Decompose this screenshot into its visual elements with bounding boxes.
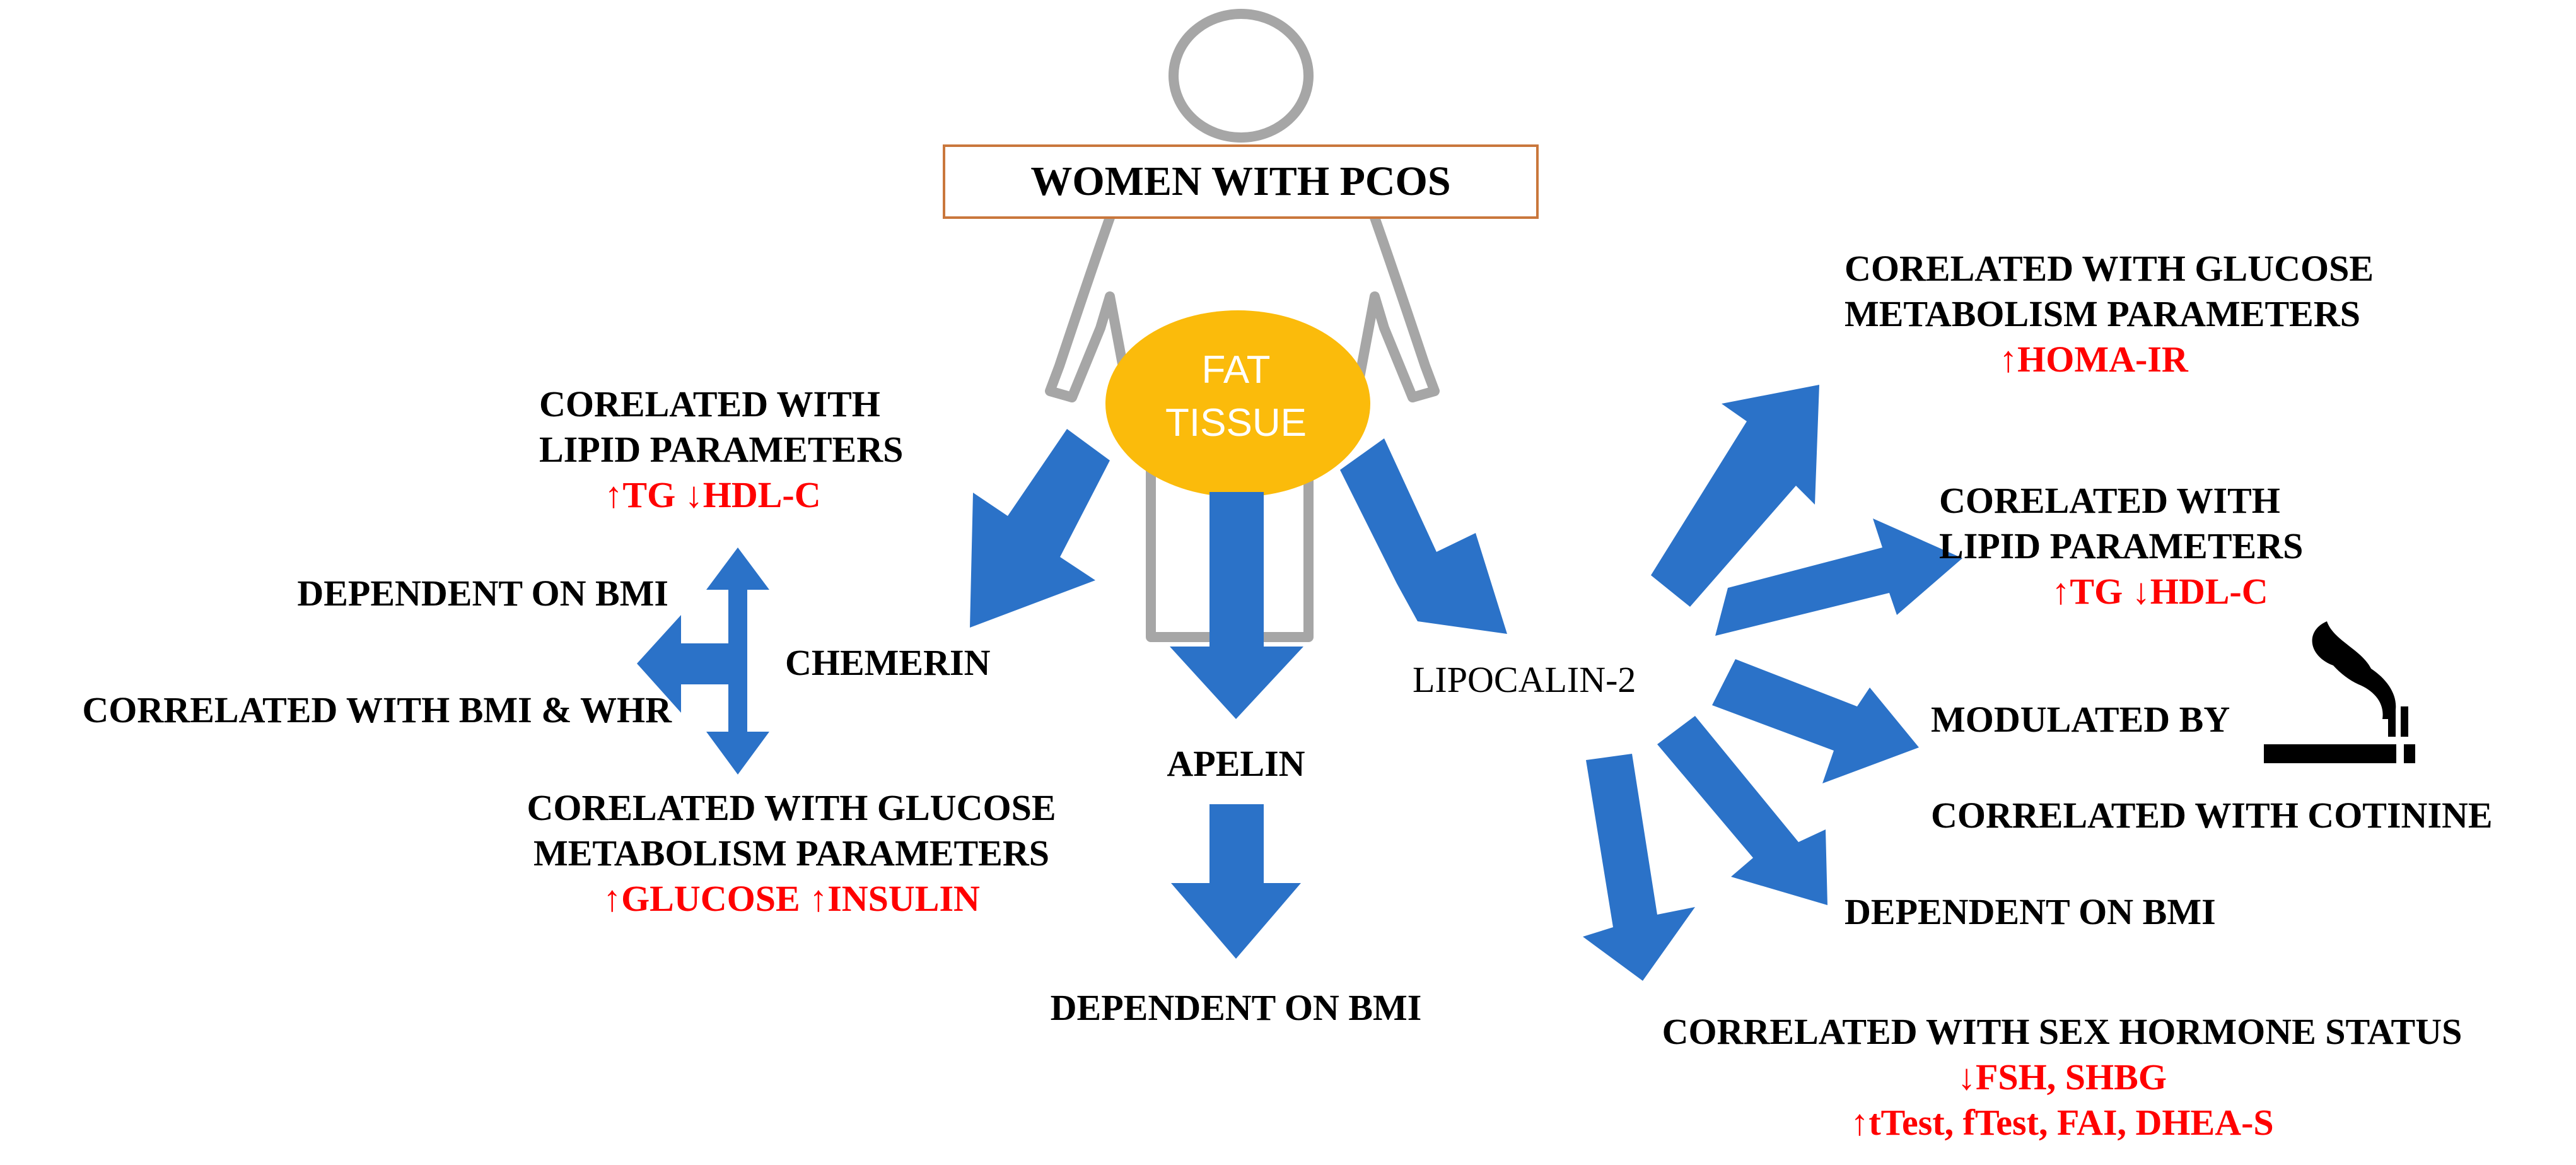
arrows	[637, 385, 1962, 981]
lipocalin-dependent-bmi: DEPENDENT ON BMI	[1845, 891, 2216, 932]
lipocalin-lipid-line1: CORELATED WITH	[1939, 480, 2280, 521]
arrow-fat-to-chemerin	[970, 429, 1110, 628]
chemerin-lipid-block: CORELATED WITH LIPID PARAMETERS ↑TG ↓HDL…	[476, 382, 949, 518]
chemerin-glucose-values: ↑GLUCOSE ↑INSULIN	[603, 878, 980, 919]
chemerin-glucose-line1: CORELATED WITH GLUCOSE	[527, 787, 1056, 828]
diagram-title: WOMEN WITH PCOS	[943, 144, 1539, 219]
arrow-chemerin-left	[637, 615, 731, 713]
lipocalin-lipid-block: CORELATED WITH LIPID PARAMETERS ↑TG ↓HDL…	[1939, 478, 2381, 614]
lipocalin-glucose-block: CORELATED WITH GLUCOSE METABOLISM PARAME…	[1845, 246, 2412, 382]
chemerin-lipid-line2: LIPID PARAMETERS	[539, 429, 904, 470]
arrow-fat-to-apelin	[1170, 492, 1303, 719]
arrow-apelin-down	[1171, 804, 1301, 959]
chemerin-lipid-values: ↑TG ↓HDL-C	[604, 474, 821, 515]
lipocalin-modulated-by: MODULATED BY	[1931, 699, 2230, 740]
smoke-plume	[2312, 621, 2396, 719]
lipocalin-lipid-values: ↑TG ↓HDL-C	[2051, 571, 2268, 612]
lipocalin-label: LIPOCALIN-2	[1413, 659, 1636, 700]
fat-tissue-line1: FAT	[1201, 348, 1271, 392]
fat-tissue-line2: TISSUE	[1165, 401, 1307, 445]
lipocalin-glucose-line1: CORELATED WITH GLUCOSE	[1845, 248, 2374, 289]
lipocalin-lipid-line2: LIPID PARAMETERS	[1939, 525, 2304, 566]
chemerin-dependent-bmi: DEPENDENT ON BMI	[297, 573, 668, 614]
arrow-lipo-to-modulated	[1712, 659, 1919, 783]
cigarette-tip	[2404, 744, 2415, 763]
fat-tissue-ellipse	[1105, 310, 1370, 497]
lipocalin-glucose-line2: METABOLISM PARAMETERS	[1845, 293, 2360, 334]
smoking-icon	[2264, 621, 2415, 763]
figure-head	[1169, 9, 1314, 143]
fat-tissue-label: FAT TISSUE	[1085, 344, 1387, 450]
cigarette-body	[2264, 744, 2396, 763]
chemerin-glucose-block: CORELATED WITH GLUCOSE METABOLISM PARAME…	[492, 785, 1091, 922]
lipocalin-sex-hormone-line1: CORRELATED WITH SEX HORMONE STATUS	[1662, 1011, 2462, 1052]
chemerin-lipid-line1: CORELATED WITH	[539, 383, 880, 424]
lipocalin-sex-hormone-values1: ↓FSH, SHBG	[1957, 1057, 2167, 1098]
lipocalin-sex-hormone-values2: ↑tTest, fTest, FAI, DHEA-S	[1850, 1102, 2274, 1143]
chemerin-correlated-bmi-whr: CORRELATED WITH BMI & WHR	[82, 689, 672, 730]
arrow-lipo-to-dependent	[1657, 716, 1827, 905]
lipocalin-sex-hormone-block: CORRELATED WITH SEX HORMONE STATUS ↓FSH,…	[1602, 1009, 2522, 1145]
apelin-label: APELIN	[1167, 743, 1305, 784]
arrow-lipo-to-glucose	[1651, 385, 1819, 607]
arrow-lipo-to-lipid	[1715, 518, 1962, 636]
chemerin-label: CHEMERIN	[785, 642, 991, 683]
arrow-lipo-to-sexhormone	[1583, 754, 1695, 981]
arrow-fat-to-lipocalin	[1340, 438, 1507, 634]
lipocalin-glucose-values: ↑HOMA-IR	[1999, 339, 2188, 380]
apelin-dependent-bmi: DEPENDENT ON BMI	[1050, 987, 1422, 1028]
arrow-chemerin-vertical	[706, 547, 769, 775]
smoke-stick-1	[2388, 706, 2396, 737]
smoke-stick-2	[2401, 706, 2408, 737]
lipocalin-correlated-cotinine: CORRELATED WITH COTININE	[1931, 795, 2493, 836]
chemerin-glucose-line2: METABOLISM PARAMETERS	[533, 833, 1049, 874]
